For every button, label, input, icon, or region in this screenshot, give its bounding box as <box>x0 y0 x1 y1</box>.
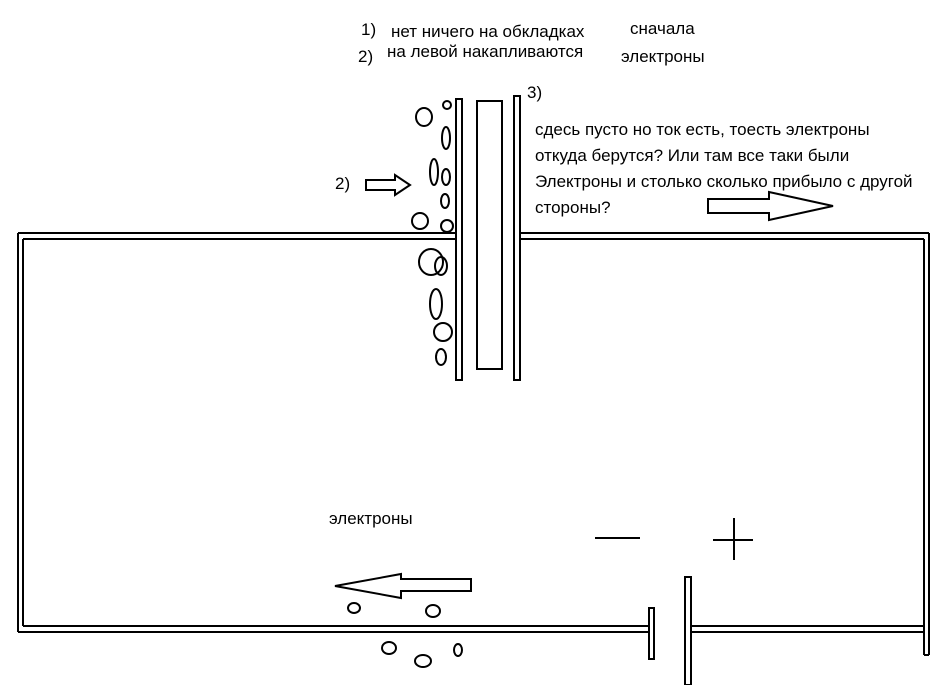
capacitor <box>455 95 521 381</box>
capacitor-left-plate <box>455 98 463 381</box>
note2-text: на левой накапливаются <box>387 42 584 61</box>
electrons-bottom-label: электроны <box>329 509 413 528</box>
note2-number: 2) <box>358 47 374 66</box>
electrons-top-label: электроны <box>621 47 705 66</box>
arrow-left-large <box>334 572 472 600</box>
arrow-right-small <box>365 173 412 197</box>
first-word: сначала <box>630 19 695 38</box>
arrow-right-large <box>707 190 834 222</box>
battery <box>648 576 692 685</box>
electrons-on-plate <box>411 100 454 366</box>
battery-long-plate <box>684 576 692 685</box>
note1-text: нет ничего на обкладках <box>391 22 585 41</box>
circuit-wire <box>17 232 930 656</box>
electrons-in-wire <box>347 602 463 668</box>
arrow2-number: 2) <box>335 174 351 193</box>
plus-mark <box>713 518 753 560</box>
note1-number: 1) <box>361 20 377 39</box>
question-text: сдесь пусто но ток есть, тоесть электрон… <box>535 120 913 217</box>
capacitor-dielectric <box>476 100 503 370</box>
capacitor-right-plate <box>513 95 521 381</box>
note3-number: 3) <box>527 83 543 102</box>
battery-short-plate <box>648 607 655 660</box>
